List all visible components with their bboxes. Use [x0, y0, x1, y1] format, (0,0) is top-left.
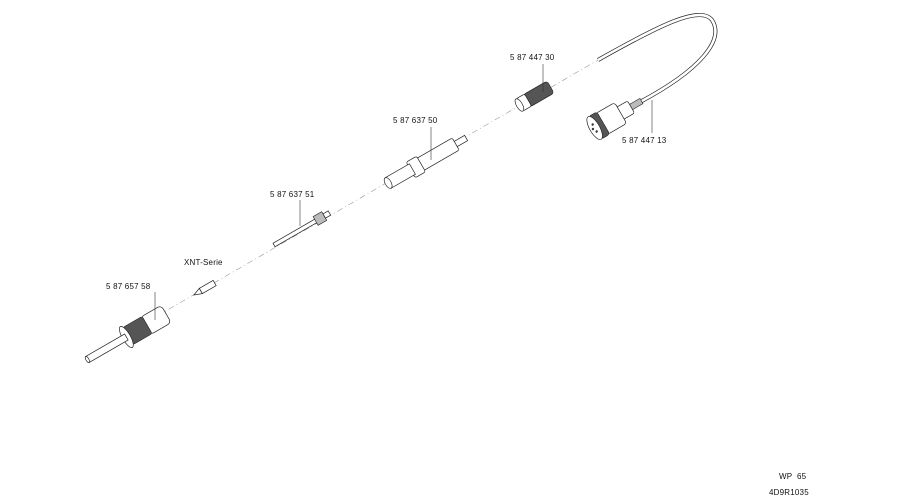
- part-label-cable: 5 87 447 13: [622, 136, 667, 145]
- part-label-heater-sleeve: 5 87 637 50: [393, 116, 438, 125]
- part-label-grip-sleeve: 5 87 447 30: [510, 53, 555, 62]
- tip-part: [193, 279, 217, 296]
- drawing-code: 4D9R1035: [769, 488, 809, 497]
- heater-sleeve-part: [383, 134, 469, 189]
- handle-part: [84, 306, 171, 364]
- part-label-handle: 5 87 657 58: [106, 282, 151, 291]
- heating-element-part: [272, 210, 332, 248]
- part-label-tip: XNT-Serie: [184, 258, 223, 267]
- cable-part: [586, 13, 718, 140]
- drawing-name: WP 65: [779, 472, 807, 481]
- part-label-heating-element: 5 87 637 51: [270, 190, 315, 199]
- grip-sleeve-part: [514, 81, 554, 112]
